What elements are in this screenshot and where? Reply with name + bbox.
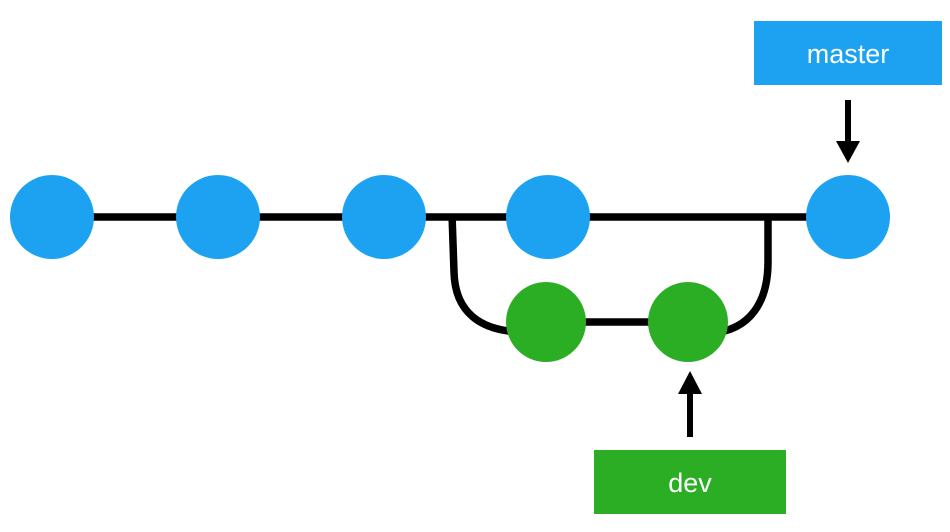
dev-branch-label: dev [668, 468, 712, 498]
master-commit-5 [806, 175, 890, 259]
master-commit-1 [10, 175, 94, 259]
master-commit-3 [342, 175, 426, 259]
arrow-down-head [836, 141, 860, 163]
arrow-up-icon [678, 371, 702, 437]
arrow-down-icon [836, 100, 860, 163]
master-commit-2 [176, 175, 260, 259]
master-branch-label-box [754, 21, 942, 85]
master-branch-label: master [807, 39, 890, 69]
arrow-up-head [678, 371, 702, 394]
dev-branch-label-box [594, 450, 786, 514]
master-commit-4 [506, 175, 590, 259]
dev-commit-1 [506, 282, 586, 362]
dev-commit-2 [648, 282, 728, 362]
